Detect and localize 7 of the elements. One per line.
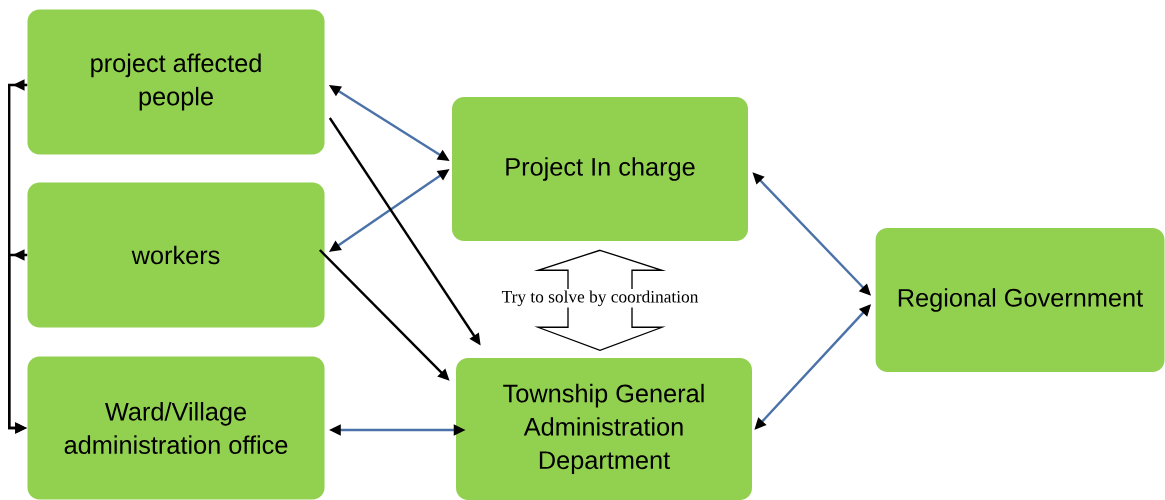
process-box: Ward/Village administration office xyxy=(27,356,325,500)
process-box: Project In charge xyxy=(452,97,748,241)
process-box: Regional Government xyxy=(875,228,1165,372)
process-box: workers xyxy=(27,182,325,328)
process-box: Township General Administration Department xyxy=(456,358,752,500)
edge-label: Try to solve by coordination xyxy=(500,289,700,308)
process-box: project affected people xyxy=(27,9,325,155)
